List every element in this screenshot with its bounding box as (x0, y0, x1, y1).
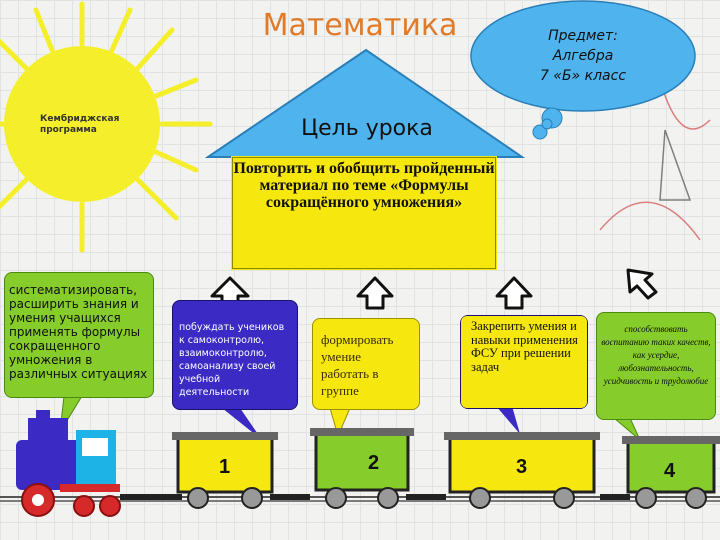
task-card-5: способствовать воспитанию таких качеств,… (596, 312, 716, 420)
wagon-number-2: 2 (368, 452, 380, 474)
wagon-number-4: 4 (664, 460, 676, 482)
cloud-text: Предмет: Алгебра 7 «Б» класс (508, 26, 658, 86)
task-card-4: Закрепить умения и навыки применения ФСУ… (460, 315, 588, 409)
up-arrow-icon (210, 268, 658, 310)
class-name: 7 «Б» класс (539, 68, 627, 84)
page-title: Математика (262, 8, 458, 43)
task-card-1: систематизировать, расширить знания и ум… (4, 272, 154, 398)
wagon-4 (622, 436, 720, 509)
subject-name: Алгебра (552, 48, 614, 64)
bubble-tail (496, 406, 520, 434)
cloud-icon (470, 0, 696, 140)
wagon-number-3: 3 (516, 456, 528, 478)
sun-icon (0, 1, 213, 253)
locomotive-icon (16, 410, 121, 517)
task-card-3: формировать умение работать в группе (312, 318, 420, 410)
subject-label: Предмет: (548, 28, 618, 44)
sun-label: Кембриджская программа (40, 114, 120, 135)
goal-box: Повторить и обобщить пройденный материал… (232, 157, 496, 269)
wagon-number-1: 1 (219, 456, 231, 478)
roof-label: Цель урока (301, 116, 433, 141)
task-card-2: побуждать учеников к самоконтролю, взаим… (172, 300, 298, 410)
wagon-2 (310, 428, 414, 509)
wagon-1 (172, 432, 278, 509)
wagon-3 (444, 432, 600, 509)
task-card-4-inner: Закрепить умения и навыки применения ФСУ… (461, 316, 587, 408)
